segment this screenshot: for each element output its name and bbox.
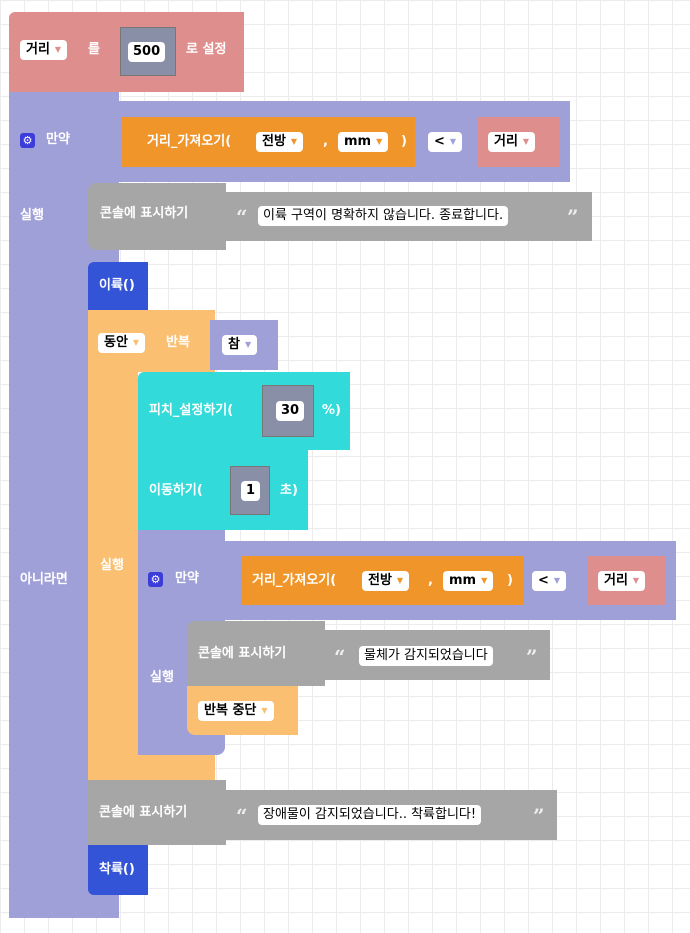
dropdown-arrow-icon: ▼ bbox=[132, 338, 140, 347]
else-label: 아니라면 bbox=[20, 572, 68, 587]
land-label: 착륙() bbox=[99, 862, 135, 877]
set-pitch-block[interactable] bbox=[138, 372, 350, 450]
dropdown-arrow-icon: ▼ bbox=[553, 576, 561, 585]
dropdown-arrow-icon: ▼ bbox=[481, 576, 488, 585]
inner-do-label: 실행 bbox=[150, 670, 174, 685]
boolean-dropdown[interactable]: 참▼ bbox=[222, 335, 258, 355]
dropdown-arrow-icon: ▼ bbox=[261, 706, 268, 715]
comma: , bbox=[323, 134, 328, 149]
boolean-value: 참 bbox=[228, 337, 240, 352]
number-value[interactable]: 500 bbox=[128, 42, 166, 62]
takeoff-label: 이륙() bbox=[99, 278, 135, 293]
operator-value: < bbox=[538, 573, 549, 588]
dropdown-arrow-icon: ▼ bbox=[449, 137, 457, 146]
pitch-label: 피치_설정하기( bbox=[149, 403, 234, 418]
direction-dropdown[interactable]: 전방 ▼ bbox=[362, 571, 410, 591]
variable-name: 거리 bbox=[26, 42, 50, 57]
close-paren: ) bbox=[401, 134, 407, 149]
dropdown-arrow-icon: ▼ bbox=[290, 137, 298, 146]
console-label: 콘솔에 표시하기 bbox=[100, 206, 189, 221]
if-label: 만약 bbox=[46, 132, 70, 147]
pitch-value[interactable]: 30 bbox=[276, 401, 305, 421]
close-quote-icon: ” bbox=[567, 205, 579, 229]
dropdown-arrow-icon: ▼ bbox=[522, 137, 530, 146]
variable-dropdown[interactable]: 거리 ▼ bbox=[20, 40, 68, 60]
get-distance-label: 거리_가져오기( bbox=[252, 573, 337, 588]
land-block[interactable] bbox=[88, 845, 148, 895]
dropdown-arrow-icon: ▼ bbox=[396, 576, 404, 585]
do-label: 실행 bbox=[20, 208, 44, 223]
console-label: 콘솔에 표시하기 bbox=[99, 805, 188, 820]
dropdown-arrow-icon: ▼ bbox=[244, 340, 252, 349]
open-quote-icon: “ bbox=[236, 205, 248, 229]
direction-value: 전방 bbox=[368, 573, 392, 588]
label-set: 로 설정 bbox=[186, 42, 227, 57]
get-distance-label: 거리_가져오기( bbox=[147, 134, 232, 149]
break-label: 반복 중단 bbox=[204, 703, 257, 718]
operator-dropdown[interactable]: <▼ bbox=[428, 132, 463, 152]
inner-if-label: 만약 bbox=[175, 571, 199, 586]
text-value[interactable]: 이륙 구역이 명확하지 않습니다. 종료합니다. bbox=[258, 206, 509, 226]
dropdown-arrow-icon: ▼ bbox=[54, 45, 62, 54]
gear-icon[interactable]: ⚙ bbox=[20, 133, 35, 148]
variable-name: 거리 bbox=[494, 134, 518, 149]
comma: , bbox=[428, 573, 433, 588]
while-footer bbox=[88, 755, 215, 780]
while-mode-value: 동안 bbox=[104, 335, 128, 350]
unit-dropdown[interactable]: mm ▼ bbox=[338, 132, 389, 152]
console-print-block[interactable] bbox=[88, 183, 226, 250]
label-to: 를 bbox=[88, 42, 100, 57]
variable-name: 거리 bbox=[604, 573, 628, 588]
gear-icon[interactable]: ⚙ bbox=[148, 572, 163, 587]
move-suffix: 초) bbox=[280, 483, 298, 498]
close-quote-icon: ” bbox=[533, 804, 545, 828]
console-label: 콘솔에 표시하기 bbox=[198, 646, 287, 661]
open-quote-icon: “ bbox=[334, 645, 346, 669]
direction-dropdown[interactable]: 전방 ▼ bbox=[256, 132, 304, 152]
unit-value: mm bbox=[449, 573, 477, 588]
variable-dropdown[interactable]: 거리 ▼ bbox=[598, 571, 646, 591]
operator-value: < bbox=[434, 134, 445, 149]
open-quote-icon: “ bbox=[236, 804, 248, 828]
text-value[interactable]: 물체가 감지되었습니다 bbox=[359, 646, 493, 666]
unit-value: mm bbox=[344, 134, 372, 149]
direction-value: 전방 bbox=[262, 134, 286, 149]
console-print-block[interactable] bbox=[88, 780, 226, 845]
move-block[interactable] bbox=[138, 450, 308, 530]
while-loop-block[interactable] bbox=[88, 310, 138, 780]
console-print-block[interactable] bbox=[187, 621, 325, 686]
while-mode-dropdown[interactable]: 동안 ▼ bbox=[98, 333, 146, 353]
repeat-label: 반복 bbox=[166, 335, 190, 350]
dropdown-arrow-icon: ▼ bbox=[376, 137, 383, 146]
variable-dropdown[interactable]: 거리 ▼ bbox=[488, 132, 536, 152]
dropdown-arrow-icon: ▼ bbox=[632, 576, 640, 585]
operator-dropdown[interactable]: <▼ bbox=[532, 571, 567, 591]
pitch-suffix: %) bbox=[322, 403, 341, 418]
move-value[interactable]: 1 bbox=[241, 481, 261, 501]
move-label: 이동하기( bbox=[149, 483, 203, 498]
close-paren: ) bbox=[507, 573, 513, 588]
takeoff-block[interactable] bbox=[88, 262, 148, 310]
unit-dropdown[interactable]: mm ▼ bbox=[443, 571, 494, 591]
text-value[interactable]: 장애물이 감지되었습니다.. 착륙합니다! bbox=[258, 805, 482, 825]
close-quote-icon: ” bbox=[526, 645, 538, 669]
while-do-label: 실행 bbox=[100, 558, 124, 573]
break-dropdown[interactable]: 반복 중단 ▼ bbox=[198, 701, 274, 721]
